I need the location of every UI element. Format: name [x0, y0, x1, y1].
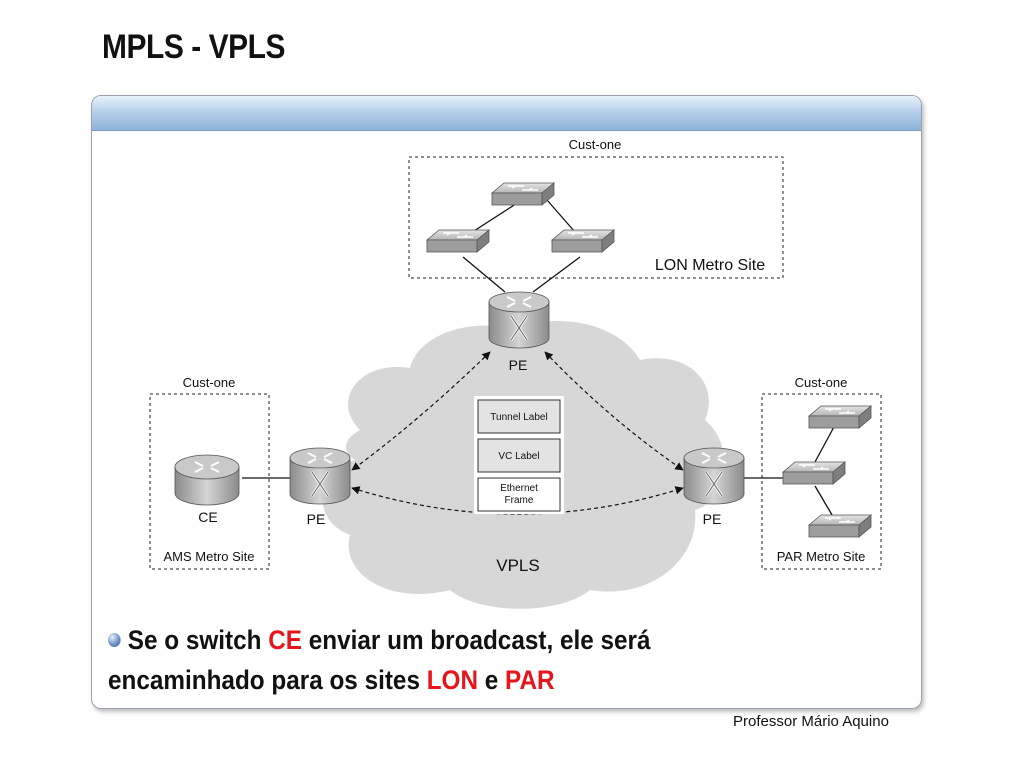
- tunnel-label-text: Tunnel Label: [490, 412, 547, 423]
- lon-switch-left-icon: [426, 229, 490, 253]
- par-customer-label: Cust-one: [795, 375, 848, 390]
- cloud-label: VPLS: [496, 556, 539, 575]
- ethernet-frame-text-1: Ethernet: [500, 483, 538, 494]
- lon-switch-right-icon: [551, 229, 615, 253]
- pe-right-router-icon: [682, 446, 746, 506]
- ams-site-label: AMS Metro Site: [163, 549, 254, 564]
- caption-part-3: e: [478, 665, 506, 695]
- caption-part-1: Se o switch: [127, 625, 269, 655]
- pe-left-label: PE: [307, 511, 326, 527]
- caption-par: PAR: [505, 665, 555, 695]
- footer-author: Professor Mário Aquino: [733, 713, 889, 730]
- lon-site-label: LON Metro Site: [655, 257, 765, 274]
- pe-top-label: PE: [509, 357, 528, 373]
- par-switch-top-icon: [808, 405, 872, 429]
- ams-customer-label: Cust-one: [183, 375, 236, 390]
- ams-site-box: [149, 393, 270, 570]
- ce-label: CE: [198, 509, 217, 525]
- vc-label-text: VC Label: [498, 451, 539, 462]
- caption-ce: CE: [268, 625, 303, 655]
- caption-text: Se o switch CE enviar um broadcast, ele …: [108, 620, 738, 700]
- pe-top-router-icon: [487, 290, 551, 350]
- par-switch-middle-icon: [782, 461, 846, 485]
- slide-title: MPLS - VPLS: [102, 28, 286, 66]
- ce-router-icon: [174, 454, 240, 506]
- pe-left-router-icon: [288, 446, 352, 506]
- lon-customer-label: Cust-one: [569, 137, 622, 152]
- panel-header-band: [92, 96, 921, 131]
- par-site-label: PAR Metro Site: [777, 549, 866, 564]
- par-site-box: [761, 393, 882, 570]
- label-stack: [474, 396, 564, 514]
- lon-site-box: [408, 156, 784, 279]
- pe-right-label: PE: [703, 511, 722, 527]
- lon-switch-top-icon: [491, 182, 555, 206]
- bullet-icon: [108, 633, 121, 647]
- caption-lon: LON: [426, 665, 479, 695]
- par-switch-bottom-icon: [808, 514, 872, 538]
- ethernet-frame-text-2: Frame: [505, 495, 534, 506]
- caption-part-2: enviar um broadcast, ele será encaminhad…: [108, 625, 651, 695]
